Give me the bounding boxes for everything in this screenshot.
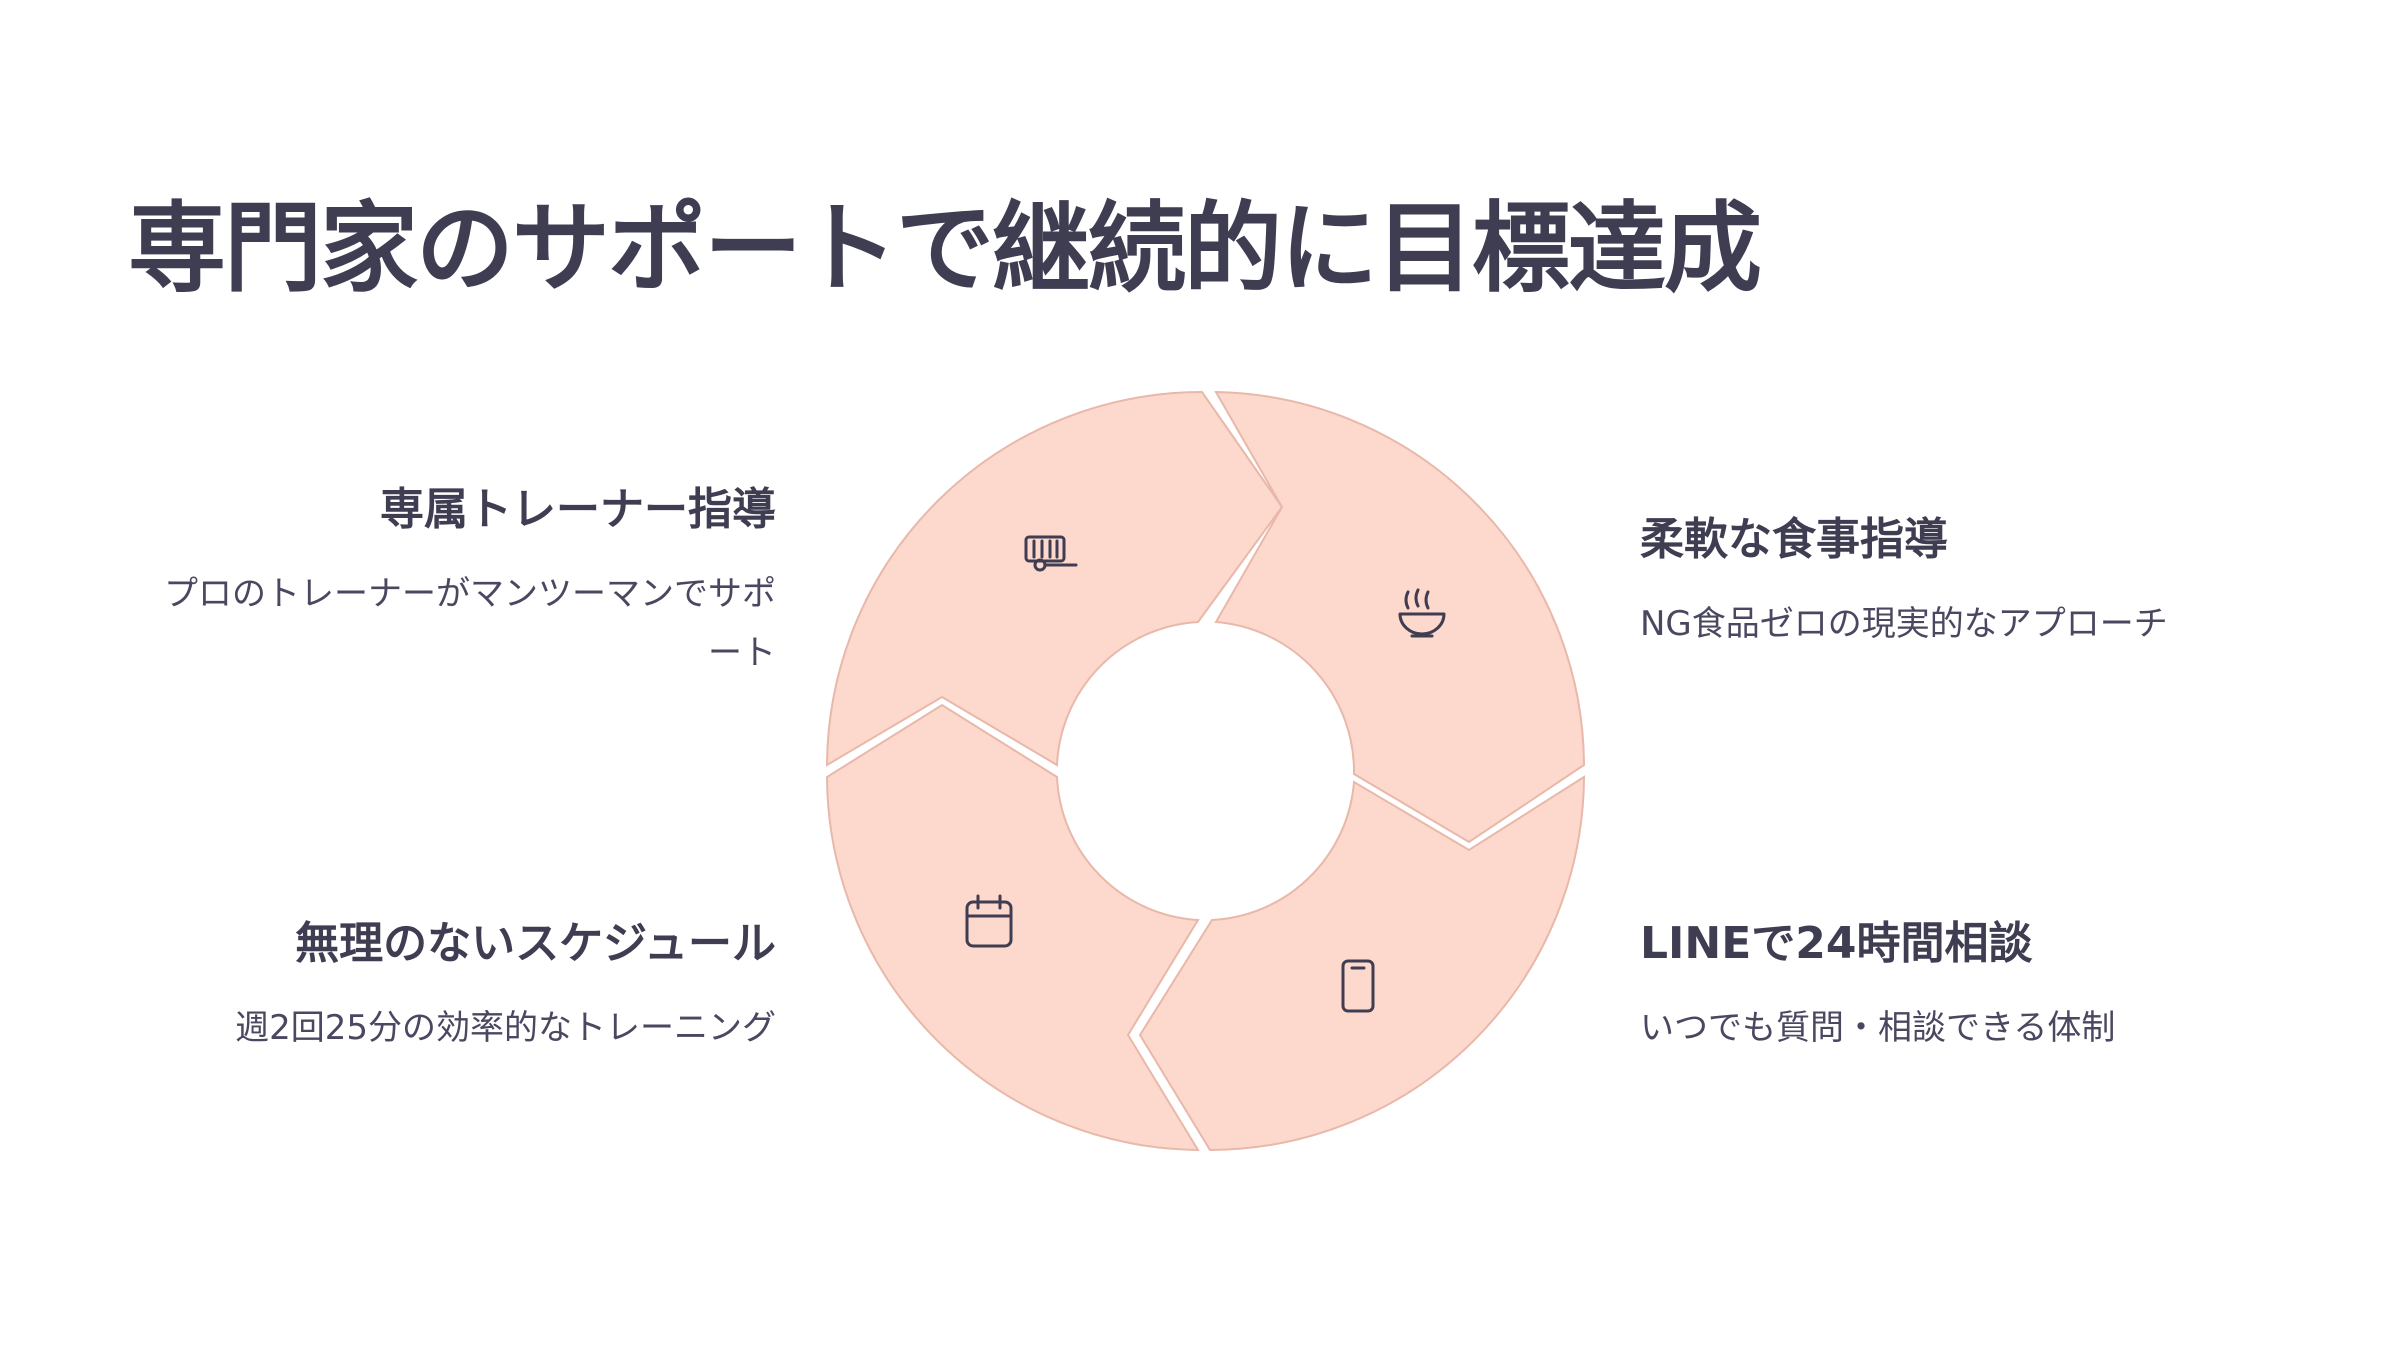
item-title: LINEで24時間相談 — [1640, 918, 2033, 969]
treadmill-icon — [1024, 535, 1078, 572]
item-description: NG食品ゼロの現実的なアプローチ — [1640, 603, 2168, 644]
item-diet: 柔軟な食事指導 NG食品ゼロの現実的なアプローチ — [1640, 514, 2340, 654]
item-description: プロのトレーナーがマンツーマンでサポート — [164, 573, 776, 674]
page-title: 専門家のサポートで継続的に目標達成 — [128, 192, 1762, 306]
calendar-icon — [965, 894, 1013, 948]
item-trainer: 専属トレーナー指導 プロのトレーナーがマンツーマンでサポート — [136, 484, 776, 684]
item-description: 週2回25分の効率的なトレーニング — [235, 1007, 776, 1048]
segment-trainer — [825, 390, 1284, 767]
item-line-support: LINEで24時間相談 いつでも質問・相談できる体制 — [1640, 918, 2340, 1058]
item-title: 専属トレーナー指導 — [380, 484, 776, 535]
smartphone-icon — [1341, 959, 1375, 1013]
rice-bowl-icon — [1398, 588, 1446, 638]
item-title: 無理のないスケジュール — [295, 918, 776, 969]
segment-line-support — [1138, 775, 1586, 1152]
item-title: 柔軟な食事指導 — [1640, 514, 1948, 565]
item-schedule: 無理のないスケジュール 週2回25分の効率的なトレーニング — [136, 918, 776, 1058]
item-description: いつでも質問・相談できる体制 — [1640, 1007, 2116, 1048]
